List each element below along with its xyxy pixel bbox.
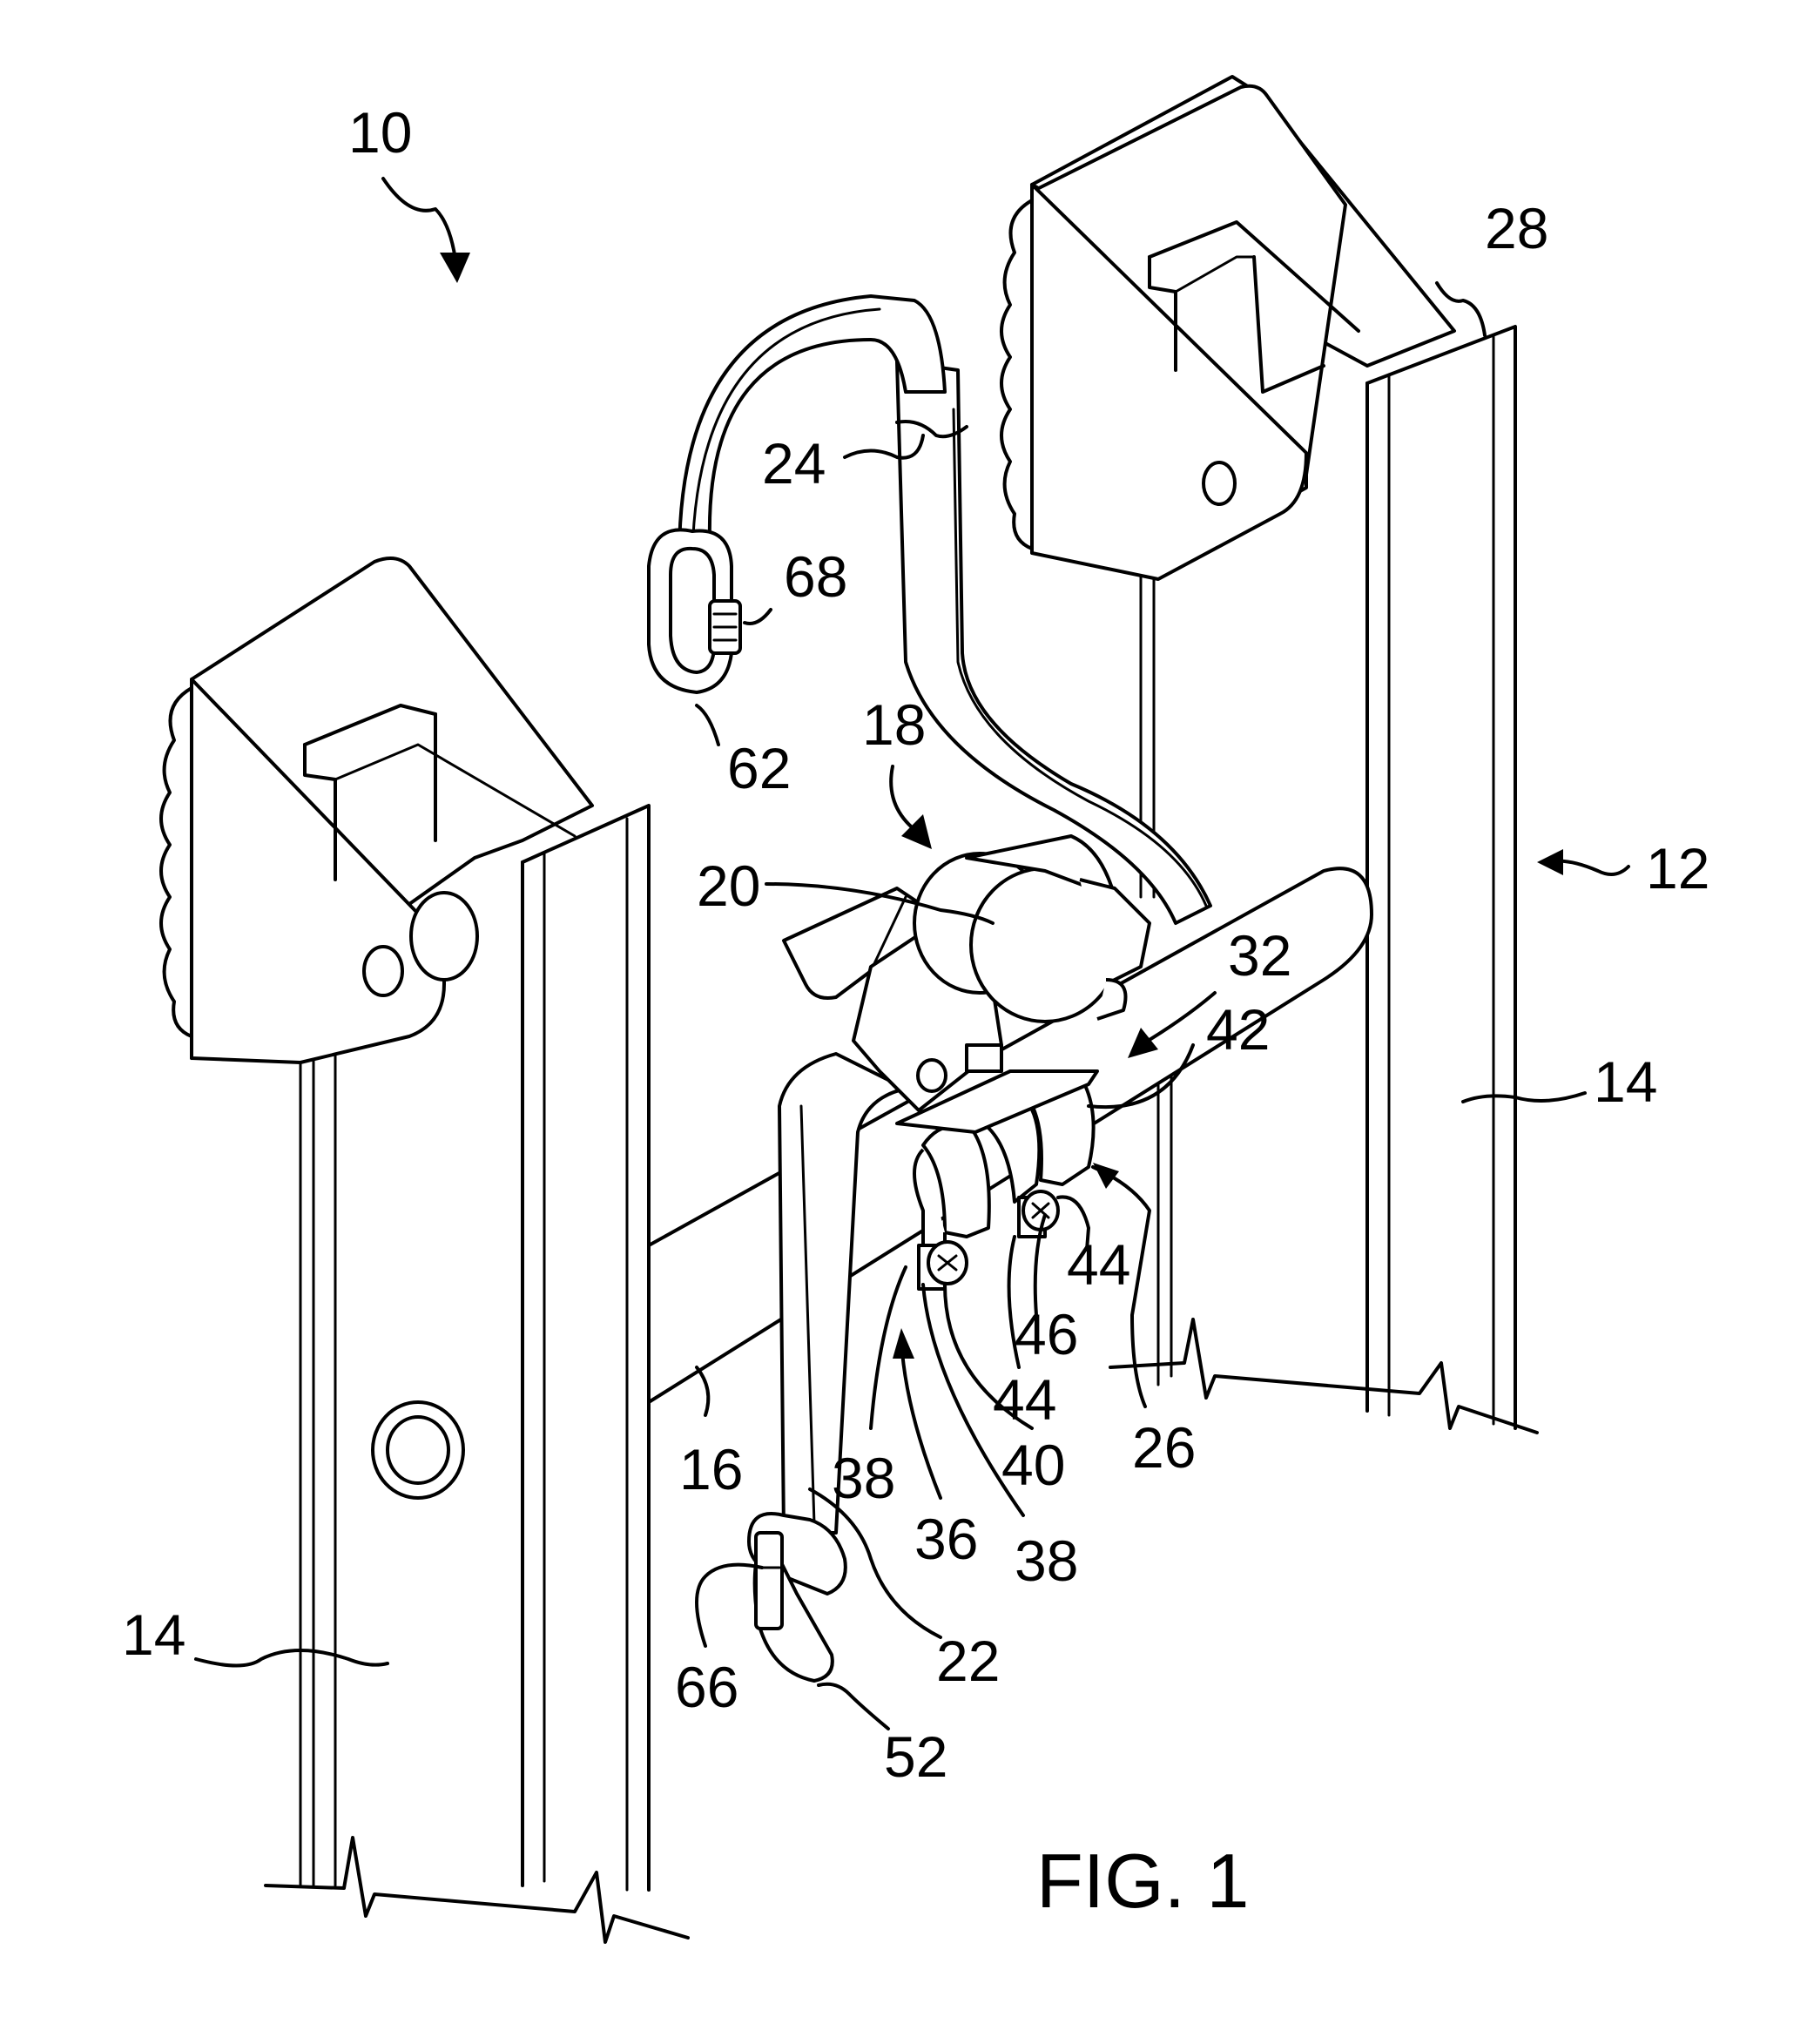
ref-28: 28 (1485, 196, 1548, 260)
figure-caption: FIG. 1 (1036, 1838, 1250, 1924)
ref-42: 42 (1206, 997, 1270, 1062)
ref-44-upper: 44 (1067, 1232, 1130, 1297)
ref-66: 66 (675, 1655, 738, 1719)
ref-16: 16 (679, 1437, 743, 1501)
ref-18: 18 (862, 692, 926, 757)
ref-14-left: 14 (122, 1602, 185, 1667)
ref-12: 12 (1646, 836, 1709, 901)
ref-26: 26 (1132, 1415, 1196, 1480)
ref-62: 62 (727, 736, 791, 800)
ref-24: 24 (762, 431, 826, 496)
ref-36: 36 (914, 1507, 978, 1571)
ref-38-right: 38 (1015, 1528, 1078, 1593)
ref-38-left: 38 (832, 1446, 895, 1510)
ref-40: 40 (1001, 1433, 1065, 1497)
left-ladder-rail (161, 558, 688, 1942)
ref-20: 20 (697, 853, 760, 918)
ref-14-right: 14 (1594, 1049, 1657, 1114)
ref-52: 52 (884, 1724, 947, 1789)
right-ladder-rail (1001, 77, 1537, 1433)
ref-68: 68 (784, 544, 847, 609)
ref-44-lower: 44 (993, 1367, 1056, 1432)
ref-22: 22 (936, 1629, 1000, 1693)
ref-10: 10 (348, 100, 412, 165)
ref-46: 46 (1015, 1302, 1078, 1366)
ref-32: 32 (1228, 923, 1291, 988)
